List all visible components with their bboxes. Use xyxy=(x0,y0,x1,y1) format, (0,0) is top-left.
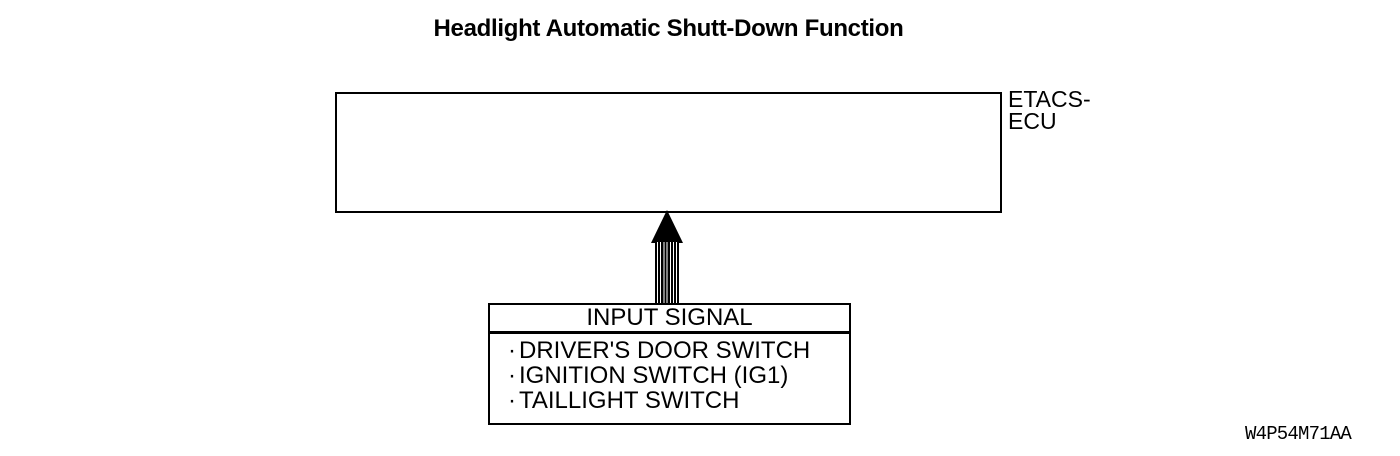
input-signal-header: INPUT SIGNAL xyxy=(490,304,849,334)
arrow-shaft xyxy=(655,242,679,305)
input-signal-item-label: TAILLIGHT SWITCH xyxy=(519,387,740,414)
etacs-ecu-box xyxy=(335,92,1002,213)
input-signal-item: · DRIVER'S DOOR SWITCH xyxy=(508,338,849,363)
diagram-title: Headlight Automatic Shutt-Down Function xyxy=(433,15,904,42)
input-signal-item-label: DRIVER'S DOOR SWITCH xyxy=(519,337,811,364)
bullet-icon: · xyxy=(508,387,516,414)
etacs-ecu-label: ETACS- ECU xyxy=(1008,86,1091,134)
bullet-icon: · xyxy=(508,362,516,389)
bullet-icon: · xyxy=(508,337,516,364)
input-signal-item-label: IGNITION SWITCH (IG1) xyxy=(519,362,789,389)
input-signal-item: · TAILLIGHT SWITCH xyxy=(508,388,849,413)
arrow-up-icon xyxy=(651,210,683,243)
input-signal-box: INPUT SIGNAL · DRIVER'S DOOR SWITCH · IG… xyxy=(488,303,851,425)
figure-code: W4P54M71AA xyxy=(1245,423,1352,445)
input-signal-item: · IGNITION SWITCH (IG1) xyxy=(508,363,849,388)
input-signal-list: · DRIVER'S DOOR SWITCH · IGNITION SWITCH… xyxy=(490,334,849,413)
